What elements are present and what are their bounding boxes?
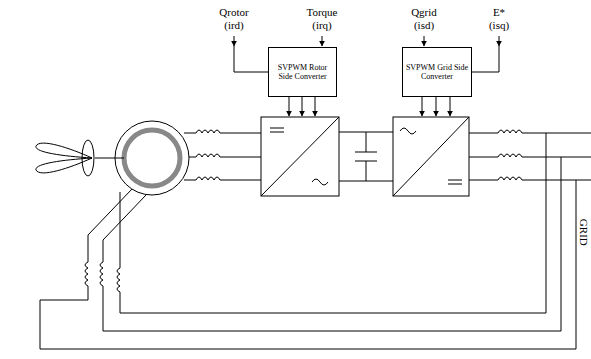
- input-arrow: [499, 36, 500, 46]
- converter-box: [261, 117, 339, 196]
- signal-label: E* (isq): [482, 6, 516, 31]
- grid-phase: [469, 177, 591, 180]
- input-wire: [499, 46, 500, 72]
- converter-diagonal: [261, 117, 339, 196]
- shaft: [95, 158, 124, 159]
- controller-box: SVPWM Rotor Side Converter: [268, 47, 337, 97]
- hub: [82, 140, 94, 176]
- box-label: SVPWM Rotor Side Converter: [269, 61, 336, 83]
- rotor-phase: [184, 130, 261, 133]
- grid-phase: [469, 154, 591, 157]
- signal-label: Torque (irq): [300, 6, 344, 31]
- signal-label: Qgrid (isd): [402, 6, 446, 31]
- stator-coil: [117, 192, 120, 313]
- signal-label: Qrotor (ird): [212, 6, 256, 31]
- input-arrow: [234, 36, 235, 46]
- dc-bus: [366, 161, 367, 181]
- rotor-phase: [184, 177, 261, 180]
- rotor-phase: [189, 154, 261, 157]
- controller-box: SVPWM Grid Side Converter: [402, 47, 472, 97]
- stator-feeder: [103, 157, 561, 331]
- gate-arrow: [450, 97, 451, 116]
- gate-arrow: [289, 97, 290, 116]
- dc-symbol: [270, 132, 284, 133]
- converter-diagonal: [393, 117, 469, 196]
- generator-stator: [115, 121, 189, 195]
- input-arrow: [424, 36, 425, 46]
- converter-box: [393, 117, 469, 196]
- grid-label: GRID: [578, 214, 591, 250]
- dc-bus: [366, 132, 367, 152]
- dc-symbol: [448, 184, 462, 185]
- grid-phase: [469, 130, 591, 133]
- gate-arrow: [302, 97, 303, 116]
- stator-coil: [85, 189, 132, 300]
- ac-symbol: [312, 179, 328, 185]
- input-wire: [472, 72, 499, 73]
- dc-symbol: [448, 180, 462, 181]
- gate-arrow: [436, 97, 437, 116]
- gate-arrow: [422, 97, 423, 116]
- stator-feeder: [120, 133, 546, 313]
- input-wire: [234, 72, 268, 73]
- gate-arrow: [315, 97, 316, 116]
- generator-rotor: [124, 130, 180, 186]
- input-arrow: [322, 36, 323, 46]
- input-wire: [234, 46, 235, 72]
- capacitor-plate: [355, 152, 377, 153]
- stator-feeder: [40, 180, 576, 349]
- box-label: SVPWM Grid Side Converter: [403, 61, 471, 83]
- ac-symbol: [400, 128, 416, 134]
- dc-symbol: [270, 128, 284, 129]
- capacitor-plate: [355, 161, 377, 162]
